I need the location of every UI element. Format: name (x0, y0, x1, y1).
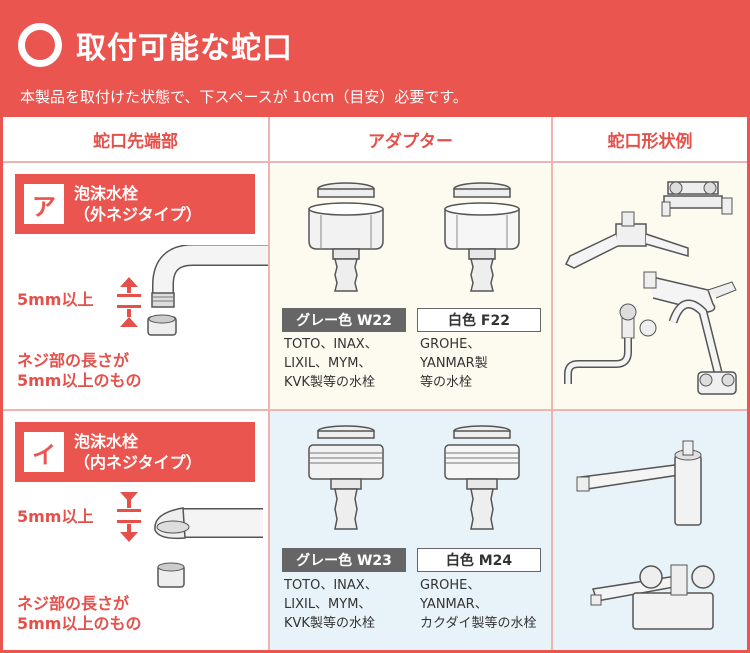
adapter-m24-icon (444, 425, 520, 530)
adapter-tag-w23: グレー色 W23 (282, 548, 406, 572)
type-letter: ア (24, 184, 64, 224)
maker-list-f22: GROHE、 YANMAR製 等の水栓 (420, 335, 488, 392)
type-badge-i: イ 泡沫水栓 （内ネジタイプ） (15, 422, 255, 482)
maker-list-m24: GROHE、 YANMAR、 カクダイ製等の水栓 (420, 576, 536, 633)
adapter-w22-icon (308, 182, 384, 292)
divider (551, 117, 553, 650)
maker-line: YANMAR、 (420, 597, 488, 612)
maker-line: TOTO、INAX、 (284, 337, 378, 352)
thread-note: ネジ部の長さが 5mm以上のもの (17, 594, 141, 634)
divider (3, 409, 747, 411)
circle-icon (18, 23, 62, 67)
maker-line: YANMAR製 (420, 356, 488, 371)
page-title: 取付可能な蛇口 (76, 31, 293, 66)
thread-note-line2: 5mm以上のもの (17, 614, 142, 633)
maker-line: LIXIL、MYM、 (284, 597, 372, 612)
measure-label: 5mm以上 (17, 507, 94, 526)
measure-label: 5mm以上 (17, 290, 94, 309)
maker-line: KVK製等の水栓 (284, 375, 375, 390)
type-name-line2: （外ネジタイプ） (74, 205, 202, 224)
maker-list-w22: TOTO、INAX、 LIXIL、MYM、 KVK製等の水栓 (284, 335, 378, 392)
maker-line: TOTO、INAX、 (284, 578, 378, 593)
thread-note-line2: 5mm以上のもの (17, 371, 142, 390)
column-header-tip: 蛇口先端部 (3, 117, 268, 163)
divider (268, 117, 270, 650)
external-thread-tip-icon (147, 245, 268, 336)
thread-note-line1: ネジ部の長さが (17, 351, 130, 370)
page-subtitle: 本製品を取付けた状態で、下スペースが 10cm（目安）必要です。 (20, 88, 468, 106)
maker-line: LIXIL、MYM、 (284, 356, 372, 371)
adapter-f22-icon (444, 182, 520, 292)
measure-arrows-icon (117, 492, 141, 542)
title-row: 取付可能な蛇口 (18, 22, 293, 68)
type-letter: イ (24, 432, 64, 472)
column-header-example: 蛇口形状例 (553, 117, 747, 163)
adapter-tag-w22: グレー色 W22 (282, 308, 406, 332)
maker-list-w23: TOTO、INAX、 LIXIL、MYM、 KVK製等の水栓 (284, 576, 378, 633)
compatibility-table: 蛇口先端部 アダプター 蛇口形状例 ア 泡沫水栓 （外ネジタイプ） (3, 117, 747, 650)
type-name-line2: （内ネジタイプ） (74, 453, 202, 472)
header: 取付可能な蛇口 本製品を取付けた状態で、下スペースが 10cm（目安）必要です。 (0, 0, 750, 117)
internal-thread-tip-icon (154, 507, 263, 588)
adapter-tag-f22: 白色 F22 (417, 308, 541, 332)
maker-line: カクダイ製等の水栓 (420, 616, 537, 631)
maker-line: KVK製等の水栓 (284, 616, 375, 631)
maker-line: GROHE、 (420, 337, 481, 352)
adapter-tag-m24: 白色 M24 (417, 548, 541, 572)
faucet-examples-i-icon (576, 440, 715, 630)
column-header-adapter: アダプター (270, 117, 551, 163)
type-name-line1: 泡沫水栓 (74, 432, 139, 451)
faucet-examples-a-icon (564, 181, 737, 395)
type-name: 泡沫水栓 （外ネジタイプ） (74, 183, 202, 225)
maker-line: 等の水栓 (420, 375, 473, 390)
type-name: 泡沫水栓 （内ネジタイプ） (74, 431, 202, 473)
type-name-line1: 泡沫水栓 (74, 184, 139, 203)
measure-arrows-icon (117, 277, 141, 327)
adapter-w23-icon (308, 425, 384, 530)
type-badge-a: ア 泡沫水栓 （外ネジタイプ） (15, 174, 255, 234)
maker-line: GROHE、 (420, 578, 481, 593)
thread-note-line1: ネジ部の長さが (17, 594, 130, 613)
thread-note: ネジ部の長さが 5mm以上のもの (17, 351, 141, 391)
